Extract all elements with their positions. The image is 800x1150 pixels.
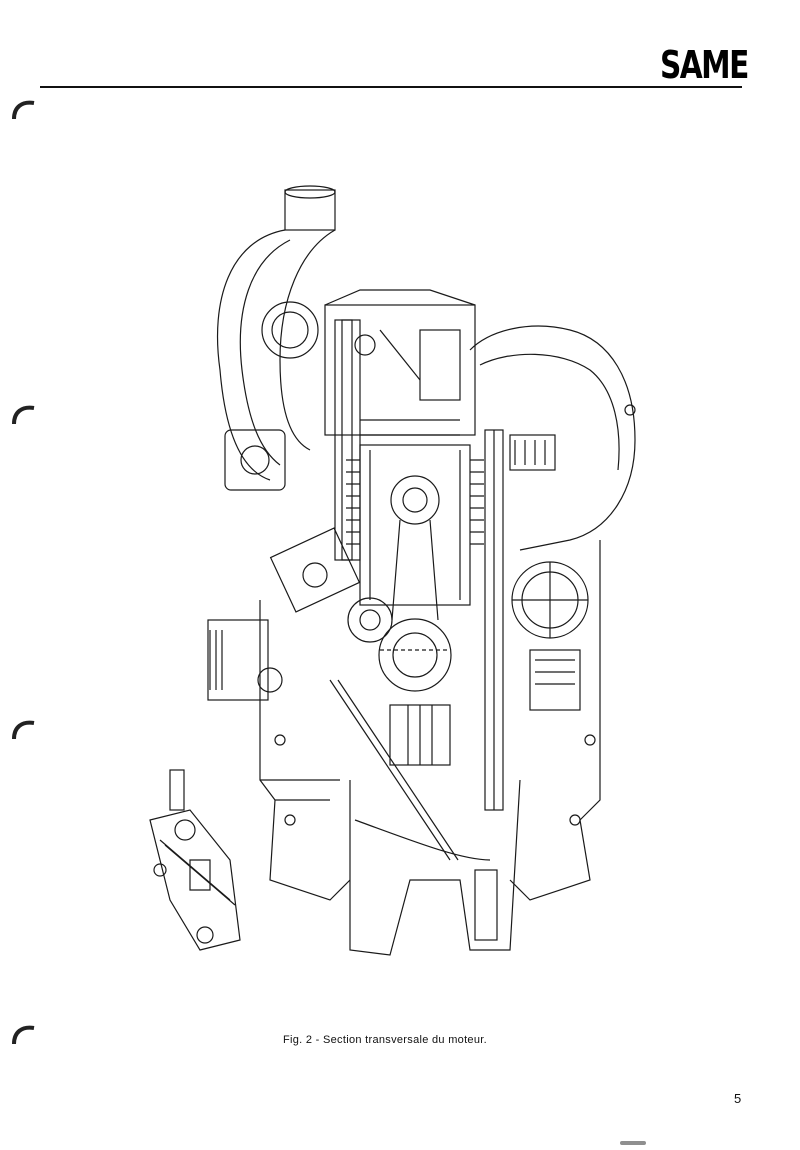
punch-hole-mark	[12, 100, 35, 120]
punch-hole-mark	[12, 1025, 35, 1045]
punch-hole-mark	[12, 405, 35, 425]
crankcase	[259, 540, 601, 901]
fan-housing	[469, 325, 636, 551]
punch-hole-mark	[12, 720, 35, 740]
cylinder-block	[346, 444, 484, 606]
page-number: 5	[734, 1091, 742, 1106]
connecting-rod	[378, 475, 452, 692]
cylinder-head	[324, 289, 476, 561]
figure-caption: Fig. 2 - Section transversale du moteur.	[283, 1034, 487, 1046]
push-rod-tube	[484, 429, 504, 811]
camshaft	[269, 527, 393, 643]
intake-pipe	[216, 185, 336, 491]
engine-cross-section-drawing	[149, 185, 636, 956]
oil-sump	[329, 679, 521, 956]
brand-logo: SAME	[660, 43, 749, 87]
scan-artifact	[620, 1141, 646, 1145]
oil-filter	[207, 619, 283, 701]
alternator	[511, 561, 589, 711]
detail-inset-drawing	[149, 769, 241, 951]
header-divider	[40, 86, 742, 88]
